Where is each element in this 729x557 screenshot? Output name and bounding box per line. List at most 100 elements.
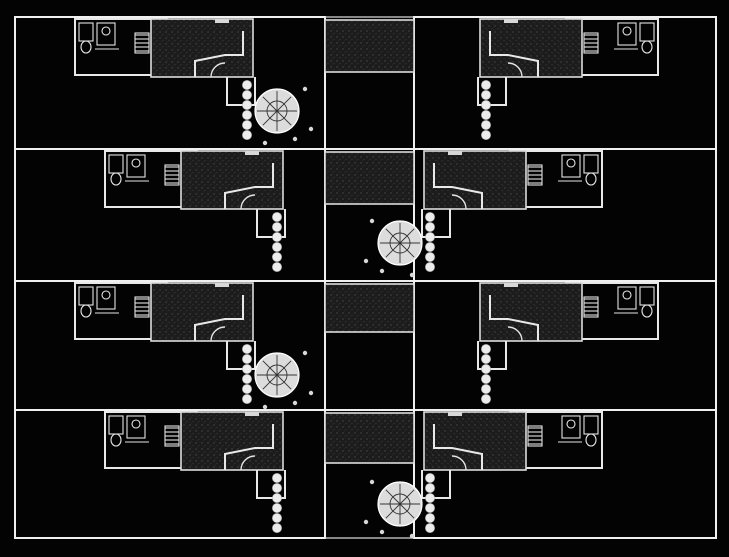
washbasin-fixture-icon	[125, 154, 149, 182]
shrub-icon	[272, 523, 282, 533]
door-swing-icon	[507, 326, 523, 342]
courtyard-paving	[180, 411, 284, 471]
entry-marker	[245, 412, 259, 416]
shrub-icon	[425, 513, 435, 523]
house-module	[477, 282, 659, 404]
shrub-icon	[425, 212, 435, 222]
stair-icon	[527, 425, 543, 447]
shrub-icon	[481, 100, 491, 110]
toilet-fixture-icon	[108, 415, 124, 447]
shrub-icon	[481, 384, 491, 394]
door-swing-icon	[451, 194, 467, 210]
garden-wall	[421, 209, 451, 238]
toilet-fixture-icon	[639, 286, 655, 318]
stair-icon	[134, 296, 150, 318]
shrub-icon	[242, 394, 252, 404]
lane-crossing-paving-1	[324, 19, 415, 73]
shrub-icon	[481, 80, 491, 90]
shrub-icon	[481, 90, 491, 100]
lane-crossing-paving-3	[324, 283, 415, 333]
stair-icon	[134, 32, 150, 54]
garden-wall	[477, 341, 507, 370]
garden-wall	[226, 341, 256, 370]
shrub-icon	[242, 90, 252, 100]
shrub-icon	[481, 394, 491, 404]
shrub-icon	[481, 364, 491, 374]
stair-icon	[164, 164, 180, 186]
shrub-icon	[242, 374, 252, 384]
shrub-icon	[425, 242, 435, 252]
stair-icon	[164, 425, 180, 447]
house-module	[74, 18, 314, 146]
courtyard-paving	[423, 411, 527, 471]
shrub-icon	[272, 473, 282, 483]
garden-wall	[421, 470, 451, 499]
shrub-icon	[242, 384, 252, 394]
shrub-icon	[242, 110, 252, 120]
courtyard-paving	[180, 150, 284, 210]
door-swing-icon	[240, 455, 256, 471]
shrub-icon	[481, 130, 491, 140]
shrub-icon	[481, 374, 491, 384]
shrub-icon	[242, 130, 252, 140]
entry-marker	[215, 19, 229, 23]
toilet-fixture-icon	[78, 22, 94, 54]
washbasin-fixture-icon	[125, 415, 149, 443]
shrub-icon	[425, 262, 435, 272]
stair-icon	[527, 164, 543, 186]
entry-marker	[245, 151, 259, 155]
shrub-icon	[272, 212, 282, 222]
door-swing-icon	[240, 194, 256, 210]
courtyard-paving	[423, 150, 527, 210]
washbasin-fixture-icon	[558, 415, 582, 443]
shrub-icon	[272, 513, 282, 523]
left-lot-column	[14, 16, 326, 539]
entry-marker	[448, 412, 462, 416]
shrub-icon	[425, 493, 435, 503]
tree-icon	[254, 86, 314, 146]
courtyard-inner-wall	[489, 31, 539, 77]
tree-icon	[254, 350, 314, 410]
shrub-icon	[425, 503, 435, 513]
door-swing-icon	[507, 62, 523, 78]
paving-layer	[324, 19, 415, 464]
toilet-fixture-icon	[78, 286, 94, 318]
house-module	[477, 18, 659, 140]
shrub-icon	[425, 483, 435, 493]
house-module	[104, 411, 286, 533]
courtyard-paving	[479, 18, 583, 78]
courtyard-inner-wall	[224, 163, 274, 209]
shrub-icon	[481, 354, 491, 364]
shrub-icon	[425, 222, 435, 232]
house-module	[363, 411, 603, 539]
tree-icon	[363, 218, 423, 278]
washbasin-fixture-icon	[614, 286, 638, 314]
courtyard-paving	[479, 282, 583, 342]
toilet-fixture-icon	[583, 415, 599, 447]
entry-marker	[448, 151, 462, 155]
site-grid	[14, 16, 717, 539]
garden-wall	[477, 77, 507, 106]
shrub-icon	[425, 523, 435, 533]
entry-marker	[215, 283, 229, 287]
washbasin-fixture-icon	[95, 22, 119, 50]
washbasin-fixture-icon	[614, 22, 638, 50]
tree-icon	[363, 479, 423, 539]
house-module	[74, 282, 314, 410]
shrub-icon	[425, 473, 435, 483]
stair-icon	[583, 296, 599, 318]
shrub-icon	[481, 120, 491, 130]
shrub-icon	[272, 483, 282, 493]
shrub-icon	[242, 120, 252, 130]
entry-marker	[504, 283, 518, 287]
garden-wall	[256, 470, 286, 499]
shrub-icon	[481, 344, 491, 354]
courtyard-paving	[150, 282, 254, 342]
shrub-icon	[425, 252, 435, 262]
shrub-icon	[272, 232, 282, 242]
house-module	[363, 150, 603, 278]
courtyard-inner-wall	[194, 295, 244, 341]
toilet-fixture-icon	[583, 154, 599, 186]
shrub-icon	[272, 503, 282, 513]
